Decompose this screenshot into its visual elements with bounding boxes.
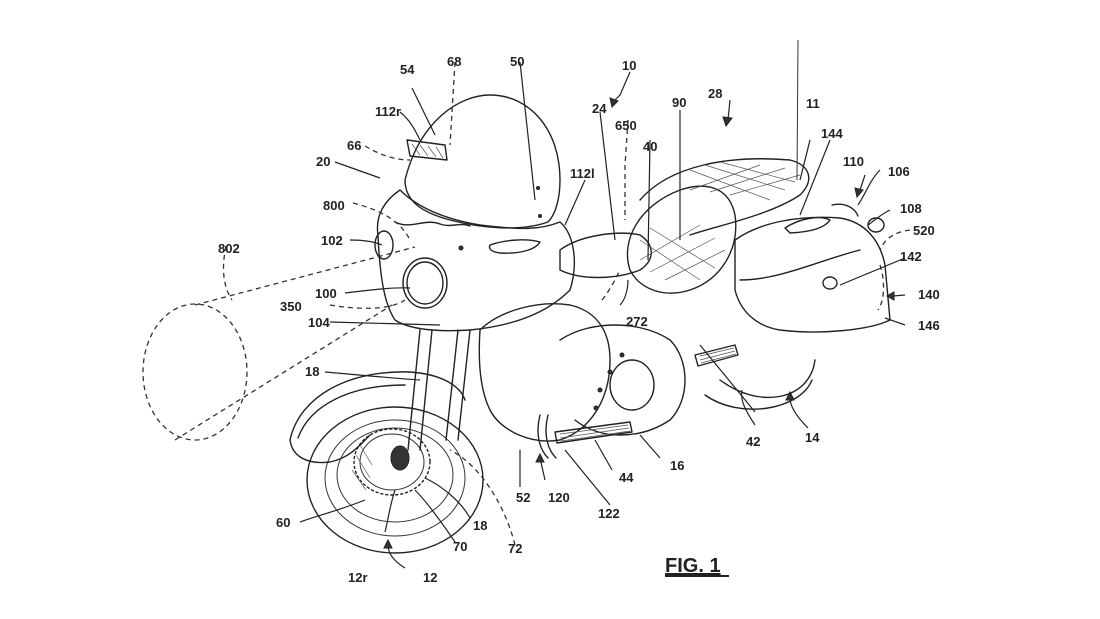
label-104: 104 xyxy=(308,315,330,330)
label-42: 42 xyxy=(746,434,760,449)
label-70: 70 xyxy=(453,539,467,554)
beam-pattern-802 xyxy=(142,245,416,441)
rear-wheel xyxy=(704,359,816,410)
label-144: 144 xyxy=(821,126,843,141)
label-112r: 112r xyxy=(375,104,401,119)
label-106: 106 xyxy=(888,164,910,179)
label-50: 50 xyxy=(510,54,524,69)
footboard-right xyxy=(694,344,739,367)
label-120: 120 xyxy=(548,490,570,505)
label-20: 20 xyxy=(316,154,330,169)
label-146: 146 xyxy=(918,318,940,333)
label-44: 44 xyxy=(619,470,634,485)
label-140: 140 xyxy=(918,287,940,302)
label-350: 350 xyxy=(280,299,302,314)
saddlebag xyxy=(734,203,891,333)
label-112l: 112l xyxy=(570,166,595,181)
reference-labels: 10 54 68 50 112r 66 20 112l 24 650 40 90… xyxy=(218,54,940,585)
fuel-tank xyxy=(559,232,652,279)
leader-lines xyxy=(299,61,911,569)
label-16: 16 xyxy=(670,458,684,473)
label-52: 52 xyxy=(516,490,530,505)
footboard-left xyxy=(554,421,633,444)
label-520: 520 xyxy=(913,223,935,238)
label-18-lower: 18 xyxy=(473,518,487,533)
front-wheel xyxy=(306,406,484,554)
windshield xyxy=(404,94,561,229)
label-12: 12 xyxy=(423,570,437,585)
label-802: 802 xyxy=(218,241,240,256)
fairing xyxy=(374,189,575,332)
engine-guard xyxy=(537,414,557,459)
label-28: 28 xyxy=(708,86,722,101)
label-60: 60 xyxy=(276,515,290,530)
label-54: 54 xyxy=(400,62,415,77)
label-142: 142 xyxy=(900,249,922,264)
front-fender xyxy=(289,371,466,464)
label-12r: 12r xyxy=(348,570,368,585)
label-110: 110 xyxy=(843,154,864,169)
label-650: 650 xyxy=(615,118,637,133)
label-100: 100 xyxy=(315,286,337,301)
label-18-upper: 18 xyxy=(305,364,319,379)
label-800: 800 xyxy=(323,198,345,213)
label-122: 122 xyxy=(598,506,620,521)
label-14: 14 xyxy=(805,430,820,445)
figure-title: FIG. 1 xyxy=(665,555,721,577)
seat xyxy=(626,158,810,294)
wiring xyxy=(601,165,885,311)
label-102: 102 xyxy=(321,233,343,248)
fork xyxy=(407,329,471,451)
label-10: 10 xyxy=(622,58,636,73)
label-24: 24 xyxy=(592,101,607,116)
label-72: 72 xyxy=(508,541,522,556)
label-66: 66 xyxy=(347,138,361,153)
engine xyxy=(478,303,686,442)
label-272: 272 xyxy=(626,314,648,329)
label-90: 90 xyxy=(672,95,686,110)
label-40: 40 xyxy=(643,139,657,154)
label-68: 68 xyxy=(447,54,461,69)
label-108: 108 xyxy=(900,201,922,216)
antenna xyxy=(796,39,799,181)
display-unit xyxy=(406,139,448,161)
label-11: 11 xyxy=(806,96,820,111)
